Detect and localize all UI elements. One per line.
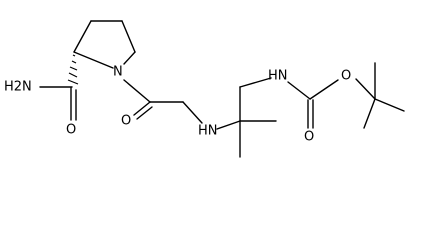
wedge-hash [71,60,77,64]
ring-bond-n-c1 [73,51,114,69]
bond-ch2-carbamate-n [239,77,272,88]
wedge-hash [69,66,78,71]
molecule-structure: H2N O N O HN HN O O [4,20,405,158]
label-carbamate-nitrogen: HN [268,69,288,84]
ring-bond-c4-n [123,51,136,65]
bond-oester-tbu [355,78,376,100]
wedge-hash [67,79,79,85]
label-amide-nitrogen: H2N [4,80,32,95]
label-carbamate-carbonyl-oxygen: O [304,130,314,145]
wedge-hash [72,54,76,57]
bond-carbamate-n-c [287,81,311,100]
bond-tbu-methyl-3 [363,98,376,129]
wedge-hash [68,72,78,78]
bonds [39,20,405,158]
bond-carbamate-c-oester [309,79,339,100]
label-ring-nitrogen: N [113,65,123,80]
label-carboxamide-oxygen: O [66,123,76,138]
label-ketone-oxygen: O [121,114,131,129]
bond-tbu-methyl-2 [374,98,405,112]
bond-n-acyl [123,79,151,103]
bond-ketone-co [133,101,151,116]
label-amine-nitrogen: HN [198,124,218,139]
bond-ch2-nh [182,101,203,124]
bond-ketone-co-double [136,106,153,120]
stereo-hashed-wedge [67,54,79,85]
label-carbamate-ester-oxygen: O [341,69,351,84]
ring-bond-c3-c4 [121,20,136,53]
bond-nh-cq [216,120,241,130]
atom-labels: H2N O N O HN HN O O [4,65,351,145]
ring-bond-c1-c2 [73,20,92,53]
